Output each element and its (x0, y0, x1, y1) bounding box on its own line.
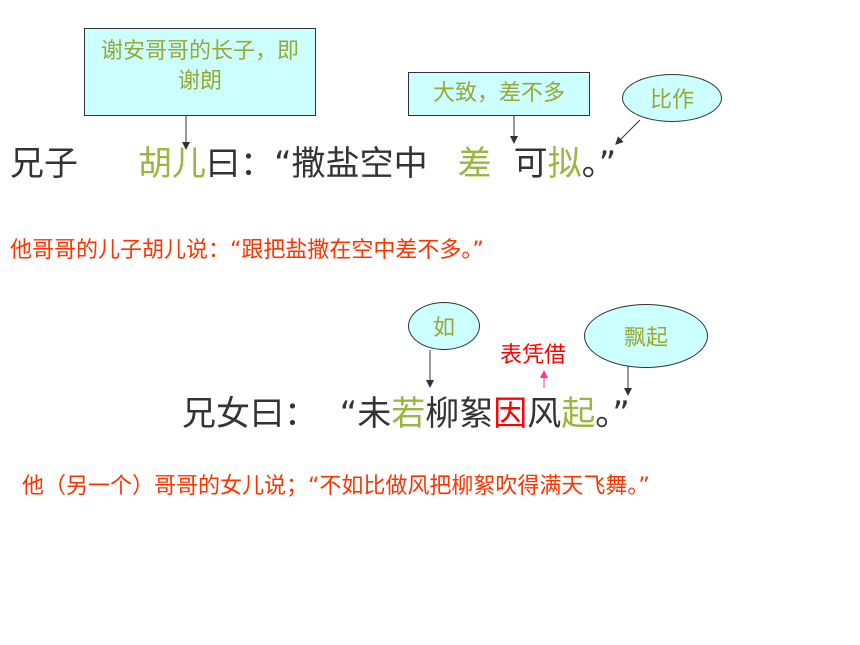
note-biao-ping-jie: 表凭借 (500, 343, 567, 368)
note-ru: 如 (408, 302, 480, 350)
classical-line-2: 兄女曰： “未若柳絮因风起。” (182, 394, 630, 434)
note-piao-qi-text: 飘起 (623, 326, 668, 351)
word-feng: 风 (527, 394, 562, 434)
line1-quote: 曰：“撒盐空中 (206, 144, 428, 184)
word-cha: 差 (457, 144, 492, 184)
word-qi: 起 (561, 394, 596, 434)
line1-end: 。” (581, 144, 617, 184)
speaker-xiongzi: 兄子 (10, 144, 78, 184)
note-bi-zuo-text: 比作 (649, 88, 694, 113)
note-xie-lang-text: 谢安哥哥的长子，即谢朗 (100, 39, 299, 94)
line2-end: 。” (595, 394, 630, 434)
word-ruo: 若 (391, 394, 426, 434)
note-bi-zuo: 比作 (622, 74, 722, 122)
word-er: 儿 (172, 144, 206, 184)
line2-lead: 兄女曰： “未 (182, 394, 392, 434)
word-ke: 可 (513, 144, 548, 184)
note-da-zhi: 大致，差不多 (408, 72, 590, 116)
note-ru-text: 如 (432, 316, 455, 341)
classical-line-1: 兄子 胡儿曰：“撒盐空中差可拟。” (10, 144, 616, 184)
word-hu: 胡 (138, 144, 172, 184)
translation-1: 他哥哥的儿子胡儿说：“跟把盐撒在空中差不多。” (10, 238, 484, 263)
translation-2: 他（另一个）哥哥的女儿说；“不如比做风把柳絮吹得满天飞舞。” (22, 474, 650, 499)
word-liu-xu: 柳絮 (425, 394, 494, 434)
note-xie-lang: 谢安哥哥的长子，即谢朗 (84, 28, 316, 116)
note-da-zhi-text: 大致，差不多 (432, 81, 565, 106)
word-yin: 因 (493, 394, 528, 434)
word-ni: 拟 (547, 144, 582, 184)
note-piao-qi: 飘起 (584, 304, 708, 368)
arrow-to-ni (615, 119, 641, 145)
